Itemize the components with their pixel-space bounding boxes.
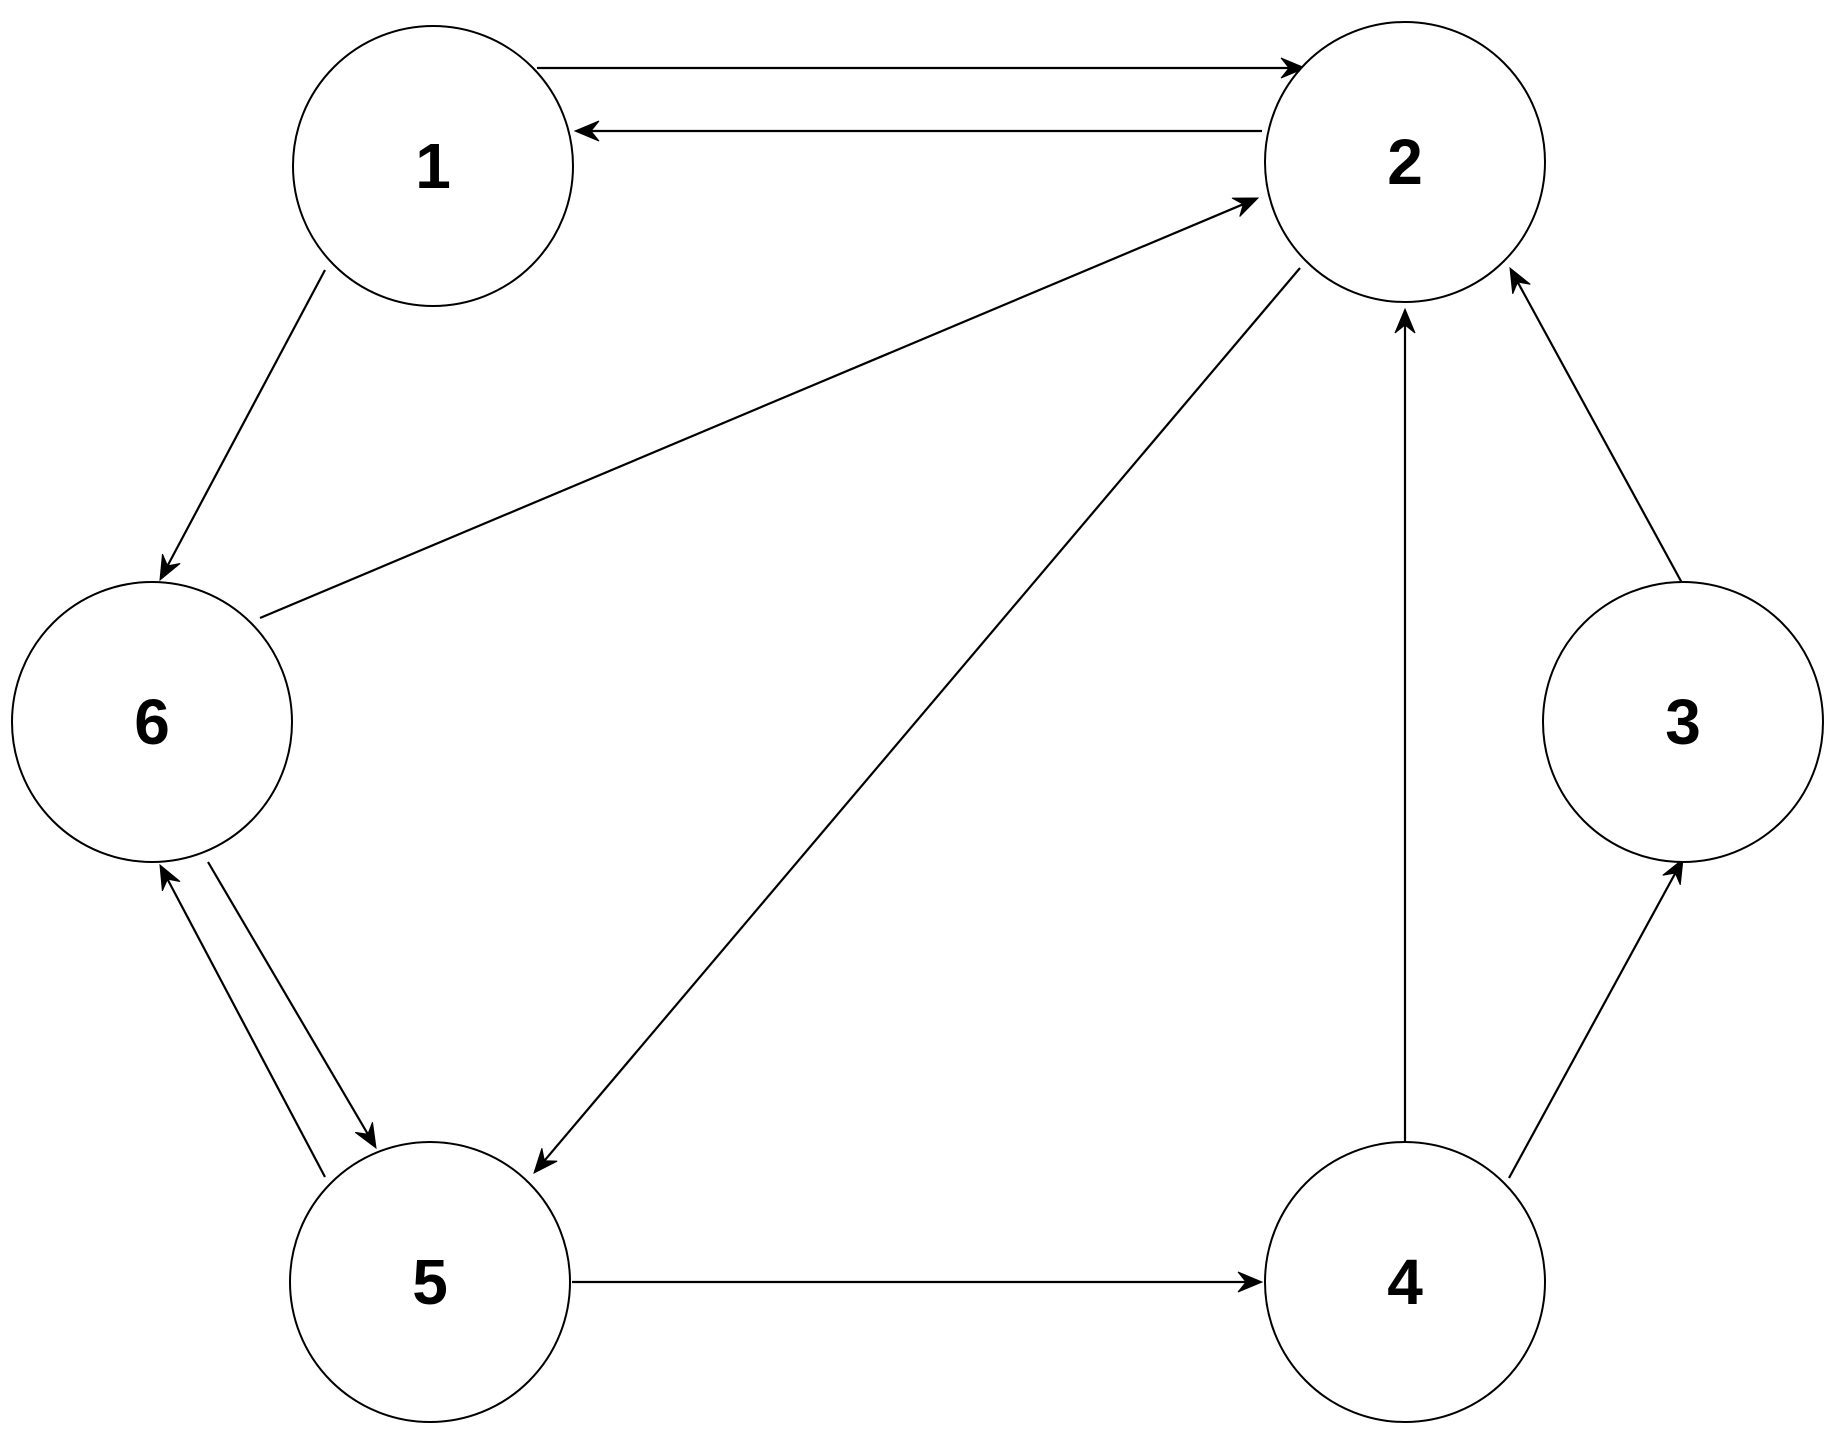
edge-4-to-3 (1508, 857, 1684, 1179)
edge-5-to-4-arrowhead-icon (1237, 1271, 1264, 1293)
edges-layer (159, 57, 1684, 1293)
edge-line (259, 202, 1246, 620)
node-label: 2 (1387, 126, 1423, 198)
edge-line (207, 861, 370, 1137)
node-circle (292, 25, 574, 307)
node-circle (1264, 21, 1546, 303)
edge-5-to-6-arrowhead-icon (159, 863, 181, 892)
edge-6-to-2-arrowhead-icon (1231, 197, 1260, 217)
edge-line (542, 267, 1301, 1164)
edge-5-to-4 (572, 1271, 1264, 1293)
node-circle (11, 581, 293, 863)
node-4: 4 (1264, 1141, 1546, 1423)
edge-1-to-6 (159, 269, 326, 582)
node-label: 3 (1665, 686, 1701, 758)
nodes-layer: 1 2 3 4 5 6 (11, 21, 1824, 1423)
edge-6-to-5-arrowhead-icon (354, 1122, 377, 1150)
node-6: 6 (11, 581, 293, 863)
node-label: 5 (412, 1246, 448, 1318)
edge-6-to-2 (259, 197, 1260, 620)
node-label: 4 (1387, 1246, 1423, 1318)
edge-4-to-3-arrowhead-icon (1662, 857, 1684, 886)
edge-1-to-2-arrowhead-icon (1280, 57, 1307, 79)
edge-2-to-5-arrowhead-icon (533, 1148, 558, 1174)
edge-1-to-6-arrowhead-icon (159, 553, 181, 582)
edge-4-to-2-arrowhead-icon (1394, 307, 1416, 334)
node-5: 5 (289, 1141, 571, 1423)
edge-line (1508, 870, 1678, 1179)
node-label: 6 (134, 686, 170, 758)
edge-3-to-2-arrowhead-icon (1509, 266, 1531, 295)
node-circle (1542, 581, 1824, 863)
edge-line (165, 876, 326, 1178)
node-3: 3 (1542, 581, 1824, 863)
node-2: 2 (1264, 21, 1546, 303)
node-1: 1 (292, 25, 574, 307)
edge-line (165, 269, 326, 569)
edge-2-to-1 (573, 120, 1262, 142)
node-label: 1 (415, 130, 451, 202)
edge-1-to-2 (537, 57, 1307, 79)
edge-4-to-2 (1394, 307, 1416, 1143)
edge-6-to-5 (207, 861, 377, 1150)
edge-2-to-1-arrowhead-icon (573, 120, 600, 142)
edge-5-to-6 (159, 863, 326, 1178)
edge-2-to-5 (533, 267, 1301, 1174)
edge-3-to-2 (1509, 266, 1683, 584)
node-circle (1264, 1141, 1546, 1423)
node-circle (289, 1141, 571, 1423)
edge-line (1515, 279, 1683, 584)
